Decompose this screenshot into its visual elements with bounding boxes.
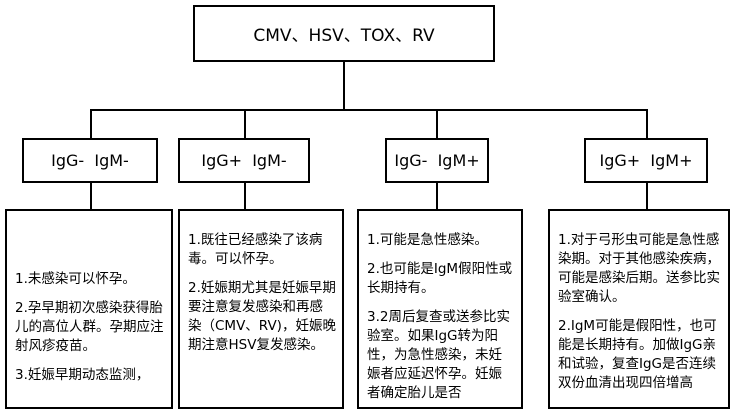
category-node-4: IgG+ IgM+: [584, 138, 708, 183]
note-box-3: 1.可能是急性感染。 2.也可能是IgM假阳性或长期持有。 3.2周后复查或送参…: [357, 209, 523, 409]
connector-cat-2-note: [244, 183, 246, 209]
note-paragraph: 2.妊娠期尤其是妊娠早期要注意复发感染和再感染（CMV、RV)，妊娠晚期注意HS…: [188, 280, 336, 353]
connector-to-cat-3: [436, 109, 438, 138]
category-node-3: IgG- IgM+: [385, 138, 489, 183]
connector-horizontal: [90, 109, 648, 111]
note-box-2: 1.既往已经感染了该病毒。可以怀孕。 2.妊娠期尤其是妊娠早期要注意复发感染和再…: [178, 209, 344, 409]
category-label: IgG- IgM+: [394, 151, 480, 170]
note-box-4: 1.对于弓形虫可能是急性感染期。对于其他感染疾病，可能是感染后期。送参比实验室确…: [548, 209, 730, 409]
connector-root-down: [343, 62, 345, 110]
root-node: CMV、HSV、TOX、RV: [193, 5, 495, 62]
connector-cat-4-note: [646, 183, 648, 209]
note-paragraph: 1.未感染可以怀孕。: [15, 271, 136, 287]
category-label: IgG+ IgM-: [201, 151, 287, 170]
note-paragraph: 2.孕早期初次感染获得胎儿的高位人群。孕期应注射风疹疫苗。: [15, 300, 164, 354]
connector-to-cat-2: [244, 109, 246, 138]
category-label: IgG- IgM-: [51, 151, 129, 170]
note-paragraph: 2.也可能是IgM假阳性或长期持有。: [367, 261, 513, 296]
note-box-1: 1.未感染可以怀孕。 2.孕早期初次感染获得胎儿的高位人群。孕期应注射风疹疫苗。…: [5, 209, 173, 409]
connector-cat-3-note: [436, 183, 438, 209]
note-paragraph: 3.妊娠早期动态监测，: [15, 367, 150, 383]
category-label: IgG+ IgM+: [599, 151, 693, 170]
category-node-1: IgG- IgM-: [22, 138, 158, 183]
note-paragraph: 1.既往已经感染了该病毒。可以怀孕。: [188, 232, 323, 267]
note-paragraph: 1.可能是急性感染。: [367, 232, 488, 248]
connector-to-cat-1: [90, 109, 92, 138]
note-paragraph: 2.IgM可能是假阳性，也可能是长期持有。加做IgG亲和试验，复查IgG是否连续…: [558, 318, 717, 391]
note-paragraph: 1.对于弓形虫可能是急性感染期。对于其他感染疾病，可能是感染后期。送参比实验室确…: [558, 232, 720, 305]
connector-cat-1-note: [90, 183, 92, 209]
root-label: CMV、HSV、TOX、RV: [253, 26, 435, 46]
connector-to-cat-4: [646, 109, 648, 138]
category-node-2: IgG+ IgM-: [178, 138, 310, 183]
note-paragraph: 3.2周后复查或送参比实验室。如果IgG转为阳性，为急性感染，未妊娠者应延迟怀孕…: [367, 309, 510, 401]
